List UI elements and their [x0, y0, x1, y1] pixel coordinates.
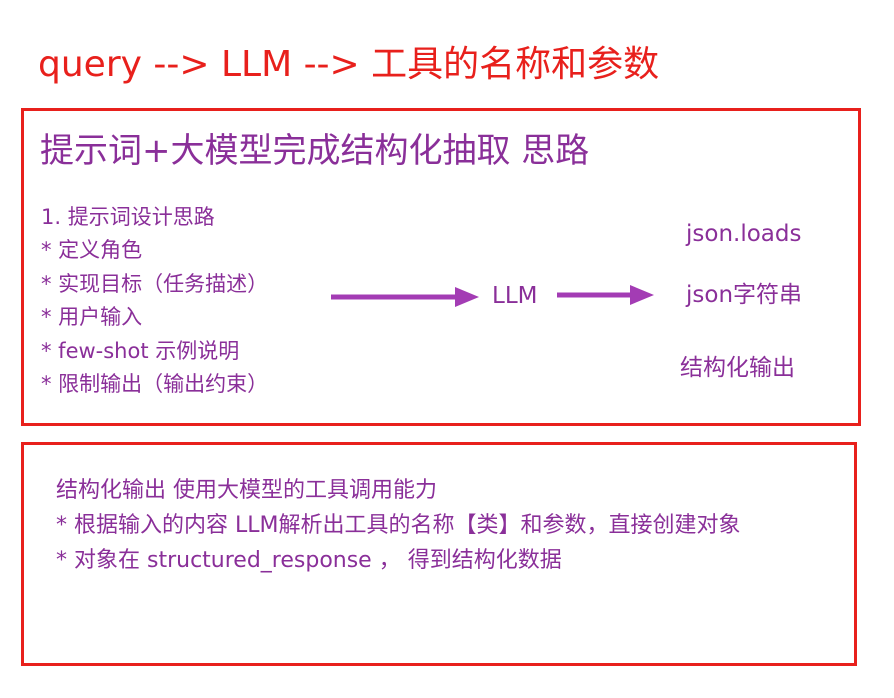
llm-node-label: LLM — [492, 283, 538, 309]
list-item: * 对象在 structured_response ， 得到结构化数据 — [56, 548, 562, 573]
arrow-to-json-icon — [557, 285, 654, 305]
tool-calling-list: 结构化输出 使用大模型的工具调用能力 * 根据输入的内容 LLM解析出工具的名称… — [56, 473, 740, 578]
json-loads-label: json.loads — [686, 221, 802, 247]
list-item: * 定义角色 — [41, 238, 143, 263]
list-item: * 用户输入 — [41, 305, 143, 330]
list-item: * 限制输出（输出约束） — [41, 372, 269, 397]
list-item: 1. 提示词设计思路 — [41, 205, 215, 229]
list-item: 结构化输出 使用大模型的工具调用能力 — [56, 478, 437, 503]
list-item: * few-shot 示例说明 — [41, 338, 240, 363]
prompt-design-list: 1. 提示词设计思路 * 定义角色 * 实现目标（任务描述） * 用户输入 * … — [41, 201, 268, 401]
box-title: 提示词+大模型完成结构化抽取 思路 — [40, 131, 590, 171]
arrow-to-llm-icon — [331, 287, 479, 307]
tool-calling-box: 结构化输出 使用大模型的工具调用能力 * 根据输入的内容 LLM解析出工具的名称… — [21, 442, 857, 666]
list-item: * 实现目标（任务描述） — [41, 271, 269, 296]
structured-output-label: 结构化输出 — [680, 355, 795, 381]
structured-extraction-box: 提示词+大模型完成结构化抽取 思路 1. 提示词设计思路 * 定义角色 * 实现… — [21, 108, 861, 426]
json-string-label: json字符串 — [686, 282, 803, 308]
list-item: * 根据输入的内容 LLM解析出工具的名称【类】和参数，直接创建对象 — [56, 513, 741, 538]
page-heading: query --> LLM --> 工具的名称和参数 — [38, 44, 660, 85]
